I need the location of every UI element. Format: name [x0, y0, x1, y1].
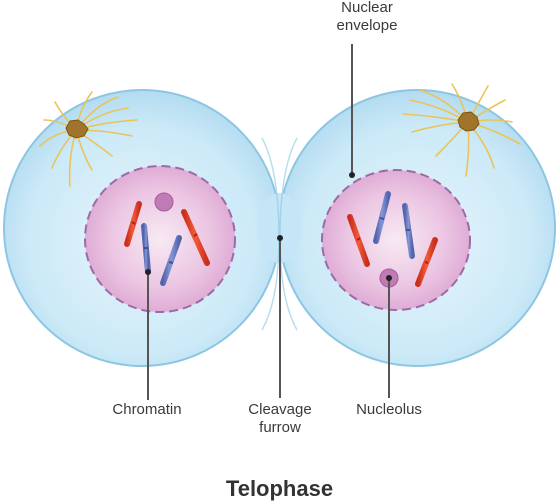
label-chromatin: Chromatin	[112, 401, 182, 418]
label-nuclear-envelope: Nuclear envelope	[336, 0, 398, 34]
label-cleavage-furrow: Cleavage furrow	[248, 401, 312, 436]
pointer-nucleolus	[386, 275, 392, 398]
chromosome-icon	[141, 223, 151, 275]
left-nucleus	[84, 165, 236, 313]
diagram-title: Telophase	[225, 476, 334, 501]
right-nucleus	[321, 169, 471, 311]
left-centrosome-icon	[65, 119, 89, 139]
chromosome-icon	[402, 203, 415, 259]
chromosome-icon	[160, 235, 182, 286]
chromosome-icon	[373, 191, 391, 244]
pointer-chromatin	[145, 269, 151, 400]
chromosome-icon	[415, 237, 438, 287]
chromosome-icon	[181, 209, 210, 266]
chromosome-icon	[124, 201, 142, 247]
pointer-cleavage-furrow	[277, 235, 283, 398]
label-nucleolus: Nucleolus	[356, 401, 422, 418]
right-centrosome-icon	[457, 111, 480, 132]
pointer-nuclear-envelope	[349, 44, 355, 178]
left-nucleolus-icon	[154, 192, 174, 212]
chromosome-icon	[347, 214, 370, 267]
